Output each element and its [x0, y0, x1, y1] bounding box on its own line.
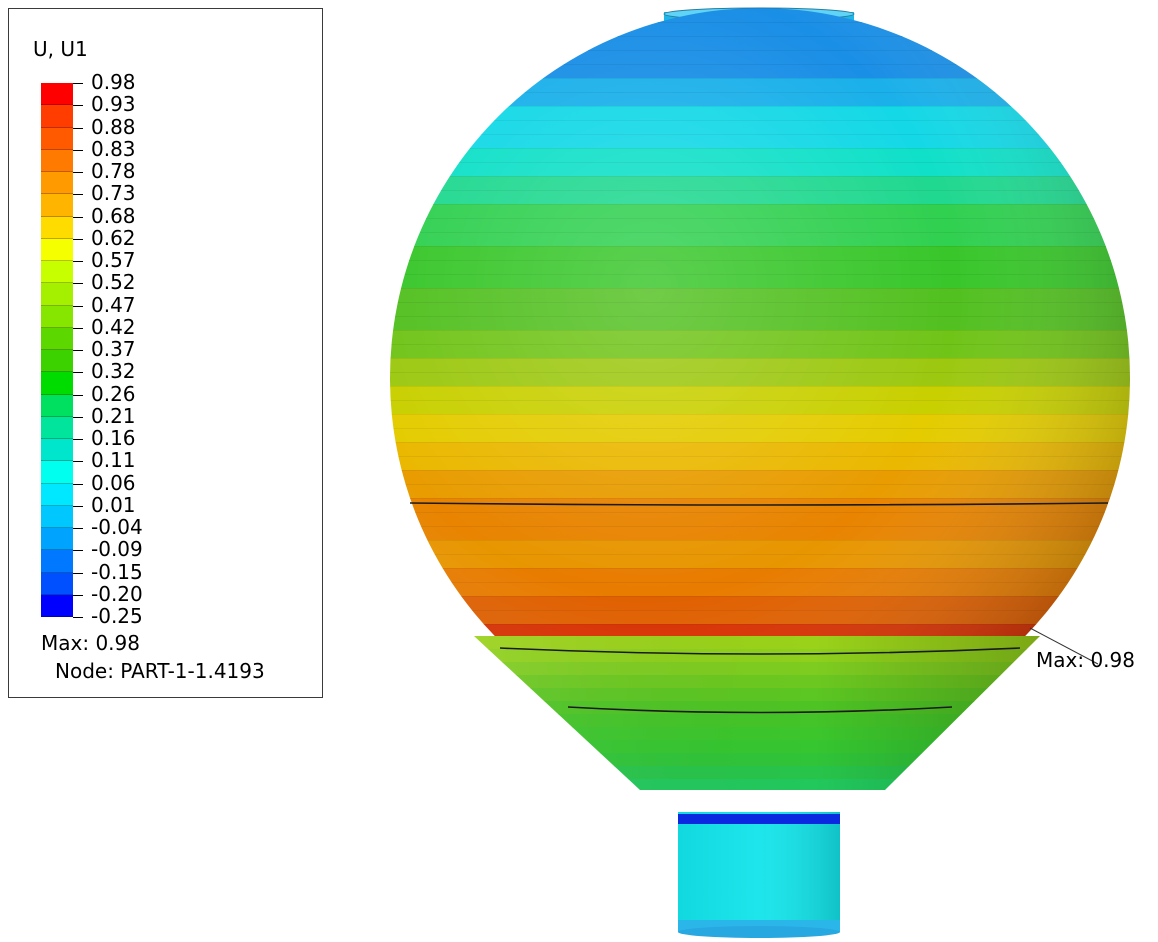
legend-tick-label: 0.21 — [91, 403, 136, 428]
contour-band — [460, 802, 1060, 811]
legend-tick-mark — [73, 550, 83, 552]
legend-tick-mark — [73, 172, 83, 173]
legend-tick-mark — [73, 127, 83, 129]
max-leader-line — [1029, 627, 1099, 665]
section-lines — [409, 502, 1109, 714]
legend-tick-label: 0.26 — [91, 381, 136, 406]
legend-tick-label: 0.62 — [91, 225, 136, 250]
legend-tick-mark — [73, 283, 83, 285]
legend-tick-mark — [73, 505, 83, 507]
legend-tick-label: 0.83 — [91, 136, 136, 161]
legend-tick-mark — [73, 261, 83, 262]
legend-tick-mark — [73, 461, 83, 463]
legend-swatch — [41, 416, 73, 439]
legend-swatch — [41, 283, 73, 306]
legend-tick-label: 0.47 — [91, 292, 136, 317]
legend-swatch — [41, 105, 73, 128]
legend-tick-mark — [73, 483, 83, 485]
legend-swatch — [41, 216, 73, 239]
legend-swatch — [41, 194, 73, 217]
legend-tick-label: 0.42 — [91, 314, 136, 339]
legend-tick-mark — [73, 572, 83, 574]
legend-tick-label: -0.09 — [91, 537, 143, 562]
legend-tick-mark — [73, 350, 83, 351]
legend-tick-mark — [73, 327, 83, 329]
legend-tick-label: 0.11 — [91, 448, 136, 473]
legend-swatch — [41, 261, 73, 284]
legend-tick-mark — [73, 305, 83, 307]
legend-tick-mark — [73, 238, 83, 240]
sphere-shading — [390, 8, 1130, 748]
contour-band — [460, 792, 1060, 799]
legend-tick-mark — [73, 372, 83, 374]
legend-swatch — [41, 505, 73, 528]
legend-swatch — [41, 528, 73, 551]
legend-tick-mark — [73, 394, 83, 396]
legend-swatch — [41, 305, 73, 328]
legend-tick-mark — [73, 216, 83, 218]
legend-swatch — [41, 83, 73, 106]
legend-swatch — [41, 550, 73, 573]
legend-tick-label: 0.93 — [91, 92, 136, 117]
legend-swatch — [41, 327, 73, 350]
legend-tick-mark — [73, 594, 83, 596]
legend-swatch — [41, 350, 73, 373]
legend-tick-mark — [73, 528, 83, 529]
legend-swatch — [41, 483, 73, 506]
legend-tick-label: 0.98 — [91, 70, 136, 94]
legend-tick-mark — [73, 149, 83, 151]
legend-tick-label: -0.25 — [91, 604, 143, 628]
legend-swatch — [41, 461, 73, 484]
legend-swatch — [41, 394, 73, 417]
legend-tick-mark — [73, 105, 83, 107]
legend-max-value: Max: 0.98 — [41, 631, 140, 655]
legend-title: U, U1 — [33, 37, 88, 61]
legend-swatch — [41, 572, 73, 595]
legend-tick-label: 0.16 — [91, 426, 136, 450]
legend-swatch — [41, 594, 73, 617]
legend-panel: U, U1 Max: 0.98 Node: PART-1-1.4193 0.98… — [8, 8, 323, 698]
legend-tick-label: -0.04 — [91, 515, 143, 539]
legend-tick-mark — [73, 416, 83, 418]
legend-tick-label: 0.06 — [91, 470, 136, 495]
max-callout-label: Max: 0.98 — [1036, 648, 1135, 672]
legend-swatch — [41, 238, 73, 261]
legend-swatch — [41, 149, 73, 172]
legend-tick-label: 0.88 — [91, 114, 136, 139]
legend-tick-label: 0.01 — [91, 492, 136, 517]
legend-tick-mark — [73, 439, 83, 440]
legend-tick-label: -0.20 — [91, 581, 143, 606]
legend-tick-label: 0.73 — [91, 181, 136, 206]
legend-swatch — [41, 372, 73, 395]
legend-tick-mark — [73, 83, 83, 84]
legend-tick-mark — [73, 617, 83, 618]
legend-tick-label: 0.78 — [91, 159, 136, 183]
legend-color-bar — [41, 83, 73, 617]
legend-max-node: Node: PART-1-1.4193 — [55, 659, 265, 683]
legend-tick-label: 0.57 — [91, 248, 136, 272]
legend-swatch — [41, 172, 73, 195]
contour-band — [460, 798, 1060, 803]
legend-tick-mark — [73, 194, 83, 196]
legend-tick-label: 0.68 — [91, 203, 136, 228]
legend-tick-label: -0.15 — [91, 559, 143, 584]
legend-tick-label: 0.37 — [91, 337, 136, 361]
legend-tick-label: 0.32 — [91, 359, 136, 384]
legend-tick-label: 0.52 — [91, 270, 136, 295]
bottom-pipe — [678, 812, 840, 938]
legend-swatch — [41, 439, 73, 462]
legend-swatch — [41, 127, 73, 150]
